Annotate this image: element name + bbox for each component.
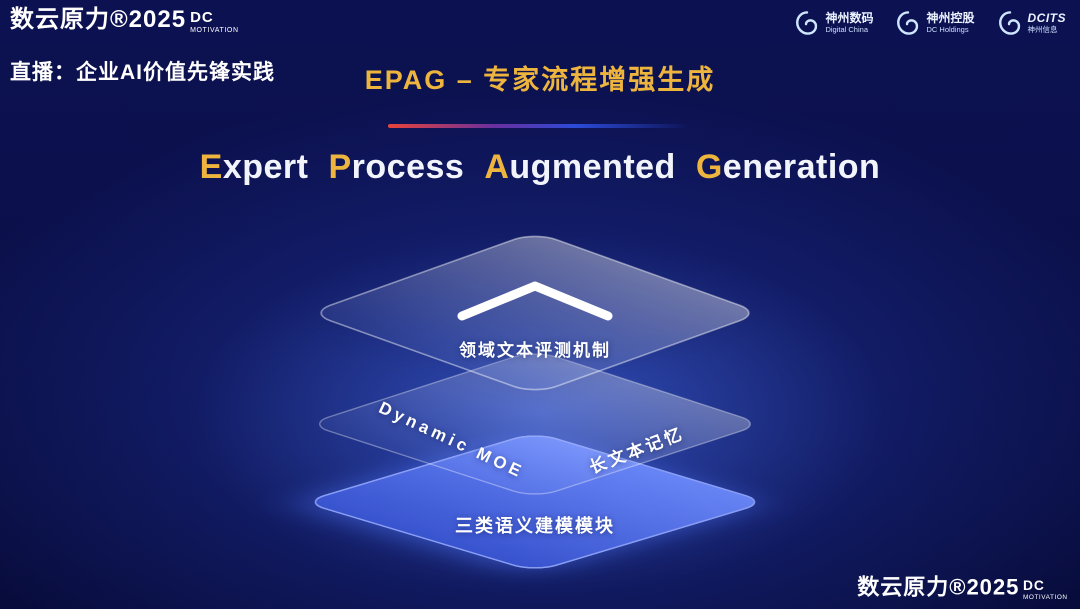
main-title: Expert Process Augmented Generation [0,148,1080,187]
main-title-word: Generation [695,148,881,186]
main-title-word: Expert [199,148,309,186]
partner-subname: Digital China [825,24,868,34]
brand-logo-bottom-right: 数云原力®2025 DC MOTIVATION [858,577,1068,601]
partner-text: 神州控股 DC Holdings [926,10,975,34]
bottom-layer [303,432,767,571]
brand-logo-dc: DC [190,9,214,26]
partner-name: DCITS [1027,10,1066,25]
chevron-up-icon [457,281,613,321]
main-title-word: Augmented [484,148,676,186]
partner-text: 神州数码 Digital China [825,10,874,34]
brand-logo-motivation: MOTIVATION [190,27,239,34]
swirl-logo-icon [794,10,820,36]
middle-layer [307,350,762,498]
partner-dc-holdings: 神州控股 DC Holdings [895,10,975,36]
swirl-logo-icon [895,10,921,36]
brand-logo-top-left: 数云原力®2025 DC MOTIVATION [10,6,239,35]
slide-title: EPAG – 专家流程增强生成 [364,65,716,95]
swirl-logo-icon [997,10,1023,36]
brand-logo-suffix: DC MOTIVATION [1023,579,1068,601]
bottom-layer-label: 三类语义建模模块 [455,516,615,536]
partner-digital-china: 神州数码 Digital China [794,10,873,36]
main-title-word: Process [328,148,465,186]
live-stream-label: 直播：企业AI价值先锋实践 [10,61,275,84]
top-layer-label: 领域文本评测机制 [459,341,611,360]
partner-subname: 神州信息 [1027,24,1058,34]
middle-layer-right-label: 长文本记忆 [586,423,687,478]
middle-layer-left-label: Dynamic MOE [375,398,528,483]
partner-name: 神州数码 [825,10,874,25]
top-layer [309,232,762,394]
gradient-divider [388,124,690,128]
brand-logo-motivation: MOTIVATION [1023,594,1068,601]
partner-dcits: DCITS 神州信息 [997,10,1067,36]
partner-name: 神州控股 [926,10,975,25]
brand-logo-dc: DC [1023,578,1046,594]
brand-logo-suffix: DC MOTIVATION [190,10,239,34]
partner-text: DCITS 神州信息 [1027,10,1067,34]
brand-logo-text: 数云原力®2025 [857,575,1020,601]
brand-logo-text: 数云原力®2025 [10,6,187,33]
partner-subname: DC Holdings [926,24,969,34]
partner-logos: 神州数码 Digital China 神州控股 DC Holdings DCIT… [794,10,1066,36]
